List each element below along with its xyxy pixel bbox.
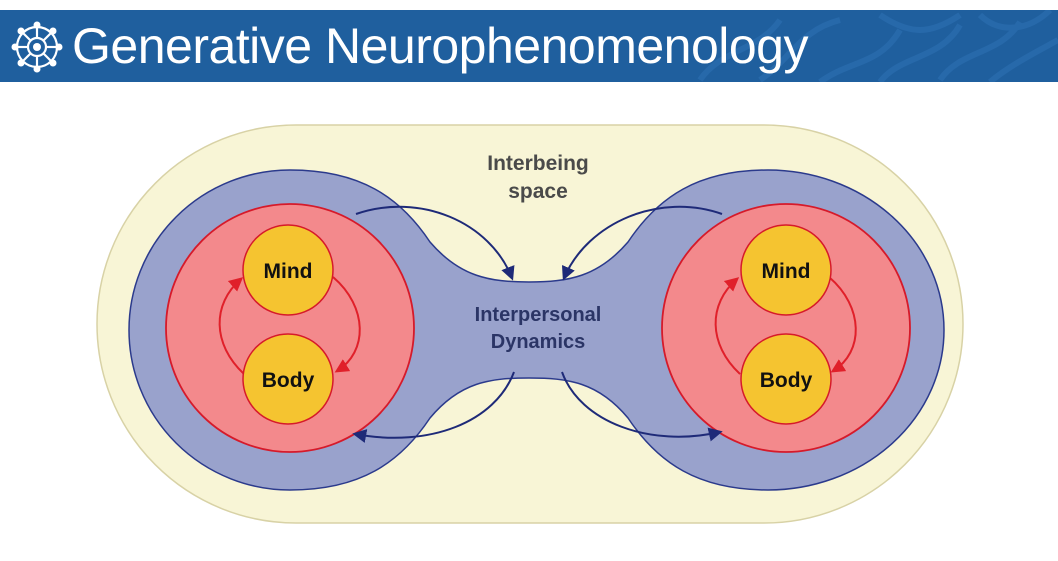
right-mind-label: Mind — [762, 260, 811, 283]
header-bar: Generative Neurophenomenology — [0, 10, 1058, 82]
interpersonal-label-line2: Dynamics — [491, 331, 586, 353]
left-mind-label: Mind — [264, 260, 313, 283]
right-mind-node — [740, 224, 832, 316]
right-bottom-incoming-arrow — [561, 371, 723, 442]
left-mind-to-body-arrow — [332, 276, 361, 373]
right-body-label: Body — [760, 369, 813, 392]
page-title: Generative Neurophenomenology — [72, 18, 809, 74]
right-person-sphere — [661, 203, 911, 453]
left-bottom-incoming-arrow — [352, 371, 515, 443]
right-top-outgoing-arrow — [561, 205, 723, 281]
left-mind-node — [242, 224, 334, 316]
left-body-to-mind-arrow — [218, 277, 245, 375]
interbeing-label-line2: space — [508, 180, 568, 203]
interbeing-label-line1: Interbeing — [487, 152, 589, 175]
left-body-label: Body — [262, 369, 315, 392]
header-pattern — [697, 10, 1058, 82]
right-mind-to-body-arrow — [828, 276, 857, 373]
interpersonal-label-line1: Interpersonal — [475, 304, 602, 326]
interbeing-diagram: Interbeing space Interpersonal Dynamics … — [96, 124, 964, 524]
left-body-node — [242, 333, 334, 425]
left-person-sphere — [165, 203, 415, 453]
network-logo-icon — [11, 21, 63, 73]
right-body-node — [740, 333, 832, 425]
left-top-outgoing-arrow — [355, 205, 515, 281]
right-body-to-mind-arrow — [714, 277, 741, 375]
